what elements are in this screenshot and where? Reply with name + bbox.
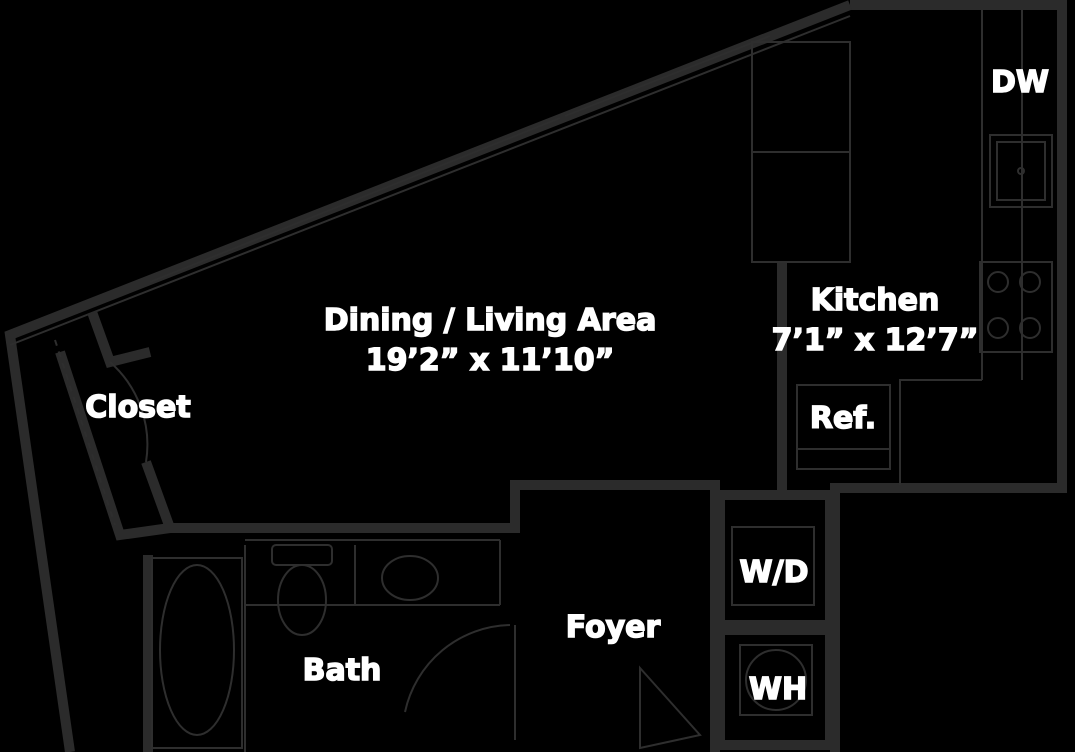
kitchen-dims: 7’1” x 12’7” [772, 323, 979, 358]
bathtub-icon [151, 557, 243, 749]
stove-icon [979, 261, 1053, 353]
exterior-walls [4, 0, 1067, 752]
washer-dryer-label: W/D [740, 555, 809, 590]
refrigerator-label: Ref. [810, 401, 876, 436]
kitchen-sink-icon [989, 134, 1053, 208]
room-labels: Dining / Living Area 19’2” x 11’10” Kitc… [85, 64, 1050, 708]
kitchen-cabinets [751, 10, 1023, 490]
laundry-closets [715, 490, 835, 750]
bath-door [404, 624, 516, 740]
living-room-name: Dining / Living Area [324, 303, 657, 338]
sink-icon [381, 555, 439, 601]
dishwasher-label: DW [991, 65, 1049, 100]
kitchen-name: Kitchen [811, 283, 940, 318]
living-room-dims: 19’2” x 11’10” [366, 343, 615, 378]
water-heater-label: WH [749, 672, 807, 707]
windows [149, 35, 771, 283]
closet-label: Closet [85, 390, 190, 425]
refrigerator-icon [796, 384, 891, 470]
closet-walls [54, 310, 177, 541]
entry-door [639, 665, 702, 750]
bath-label: Bath [303, 653, 382, 688]
foyer-label: Foyer [566, 610, 661, 645]
toilet-icon [271, 544, 333, 636]
